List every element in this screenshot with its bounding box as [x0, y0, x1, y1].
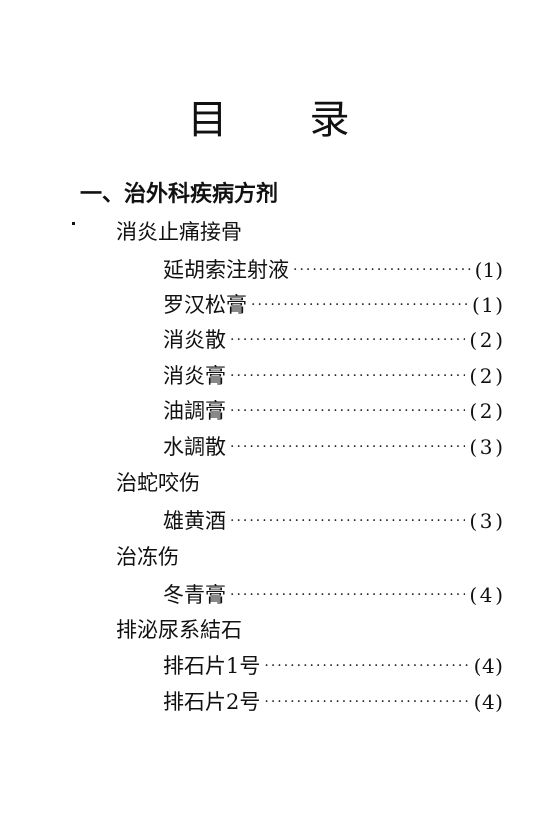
- section-heading: 消炎止痛接骨: [116, 220, 242, 244]
- page-number: (4): [473, 654, 503, 678]
- toc-entry[interactable]: 雄黄酒 ····································…: [163, 507, 503, 535]
- entry-name: 消炎散: [163, 327, 226, 352]
- toc-entry[interactable]: 延胡索注射液 ·································…: [163, 256, 503, 284]
- entry-name: 冬青膏: [163, 582, 226, 607]
- dot-leader: ········································…: [251, 298, 468, 312]
- page-number: (1): [474, 258, 503, 282]
- page-number: (3): [469, 435, 503, 459]
- section-heading: 排泌尿系結石: [116, 618, 242, 642]
- page-title: 目录: [0, 100, 547, 140]
- page-number: (4): [469, 583, 503, 607]
- page-number: (2): [469, 328, 503, 352]
- page-number: (2): [469, 364, 503, 388]
- dot-leader: ········································…: [264, 695, 470, 709]
- ink-speck: [195, 120, 197, 122]
- entry-name: 水調散: [163, 434, 226, 459]
- entry-name: 排石片2号: [163, 689, 261, 714]
- dot-leader: ········································…: [230, 404, 465, 418]
- dot-leader: ········································…: [264, 659, 470, 673]
- title-char-1: 目: [187, 97, 238, 143]
- entry-name: 罗汉松膏: [163, 292, 247, 317]
- entry-name: 雄黄酒: [163, 508, 226, 533]
- toc-entry[interactable]: 消炎膏 ····································…: [163, 362, 503, 390]
- toc-entry[interactable]: 消炎散 ····································…: [163, 326, 503, 354]
- toc-entry[interactable]: 冬青膏 ····································…: [163, 581, 503, 609]
- entry-name: 油調膏: [163, 398, 226, 423]
- entry-name: 排石片1号: [163, 653, 261, 678]
- toc-entry[interactable]: 排石片1号 ··································…: [163, 652, 503, 680]
- page-number: (1): [471, 293, 503, 317]
- dot-leader: ········································…: [230, 588, 465, 602]
- page-number: (4): [473, 690, 503, 714]
- section-heading: 治蛇咬伤: [116, 471, 200, 495]
- dot-leader: ········································…: [230, 440, 465, 454]
- dot-leader: ········································…: [230, 333, 465, 347]
- toc-entry[interactable]: 罗汉松膏 ···································…: [163, 291, 503, 319]
- dot-leader: ········································…: [230, 369, 465, 383]
- page-number: (3): [469, 509, 503, 533]
- entry-name: 延胡索注射液: [163, 257, 289, 282]
- toc-entry[interactable]: 排石片2号 ··································…: [163, 688, 503, 716]
- entry-name: 消炎膏: [163, 363, 226, 388]
- dot-leader: ········································…: [293, 263, 471, 277]
- section-heading: 治冻伤: [116, 545, 179, 569]
- page-number: (2): [469, 399, 503, 423]
- ink-speck: [72, 222, 75, 225]
- chapter-heading: 一、治外科疾病方剂: [80, 182, 279, 207]
- toc-entry[interactable]: 水調散 ····································…: [163, 433, 503, 461]
- toc-entry[interactable]: 油調膏 ····································…: [163, 397, 503, 425]
- dot-leader: ········································…: [230, 514, 465, 528]
- title-char-2: 录: [309, 97, 360, 143]
